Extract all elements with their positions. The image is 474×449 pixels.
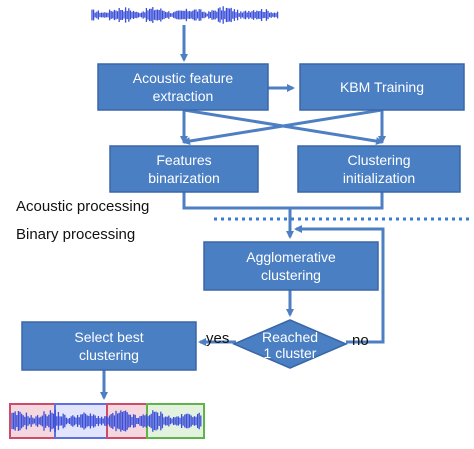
kbm-training-box: KBM Training	[299, 63, 465, 111]
reached-1-cluster-decision: Reached 1 cluster	[232, 319, 348, 369]
decision-line-1: Reached	[262, 329, 318, 345]
clustering-initialization-line-1: Clustering	[347, 152, 410, 168]
yes-label: yes	[206, 330, 229, 347]
acoustic-feature-extraction-box: Acoustic feature extraction	[97, 63, 269, 111]
features-binarization-line-1: Features	[156, 152, 211, 168]
agglomerative-clustering-line-1: Agglomerative	[246, 249, 336, 265]
audio-waveform-icon	[91, 6, 279, 24]
segmented-waveform-icon	[9, 403, 205, 439]
acoustic-processing-label: Acoustic processing	[16, 198, 149, 215]
acoustic-feature-extraction-line-2: extraction	[153, 88, 214, 104]
binary-processing-label: Binary processing	[16, 226, 135, 243]
select-best-clustering-line-1: Select best	[74, 329, 143, 345]
merge-line	[182, 192, 384, 210]
agglomerative-clustering-line-2: clustering	[261, 267, 321, 283]
select-best-clustering-line-2: clustering	[79, 347, 139, 363]
features-binarization-box: Features binarization	[109, 145, 259, 193]
select-best-clustering-box: Select best clustering	[21, 321, 197, 371]
connectors	[100, 25, 386, 400]
no-label: no	[352, 332, 369, 349]
features-binarization-line-2: binarization	[148, 170, 220, 186]
acoustic-feature-extraction-line-1: Acoustic feature	[133, 70, 234, 86]
arrow-no-loop	[294, 225, 385, 344]
kbm-training-label: KBM Training	[340, 79, 424, 95]
agglomerative-clustering-box: Agglomerative clustering	[203, 241, 379, 291]
decision-line-2: 1 cluster	[264, 345, 317, 361]
arrow-kbm-to-features	[182, 108, 383, 145]
clustering-initialization-line-2: initialization	[343, 170, 415, 186]
clustering-initialization-box: Clustering initialization	[297, 145, 461, 193]
